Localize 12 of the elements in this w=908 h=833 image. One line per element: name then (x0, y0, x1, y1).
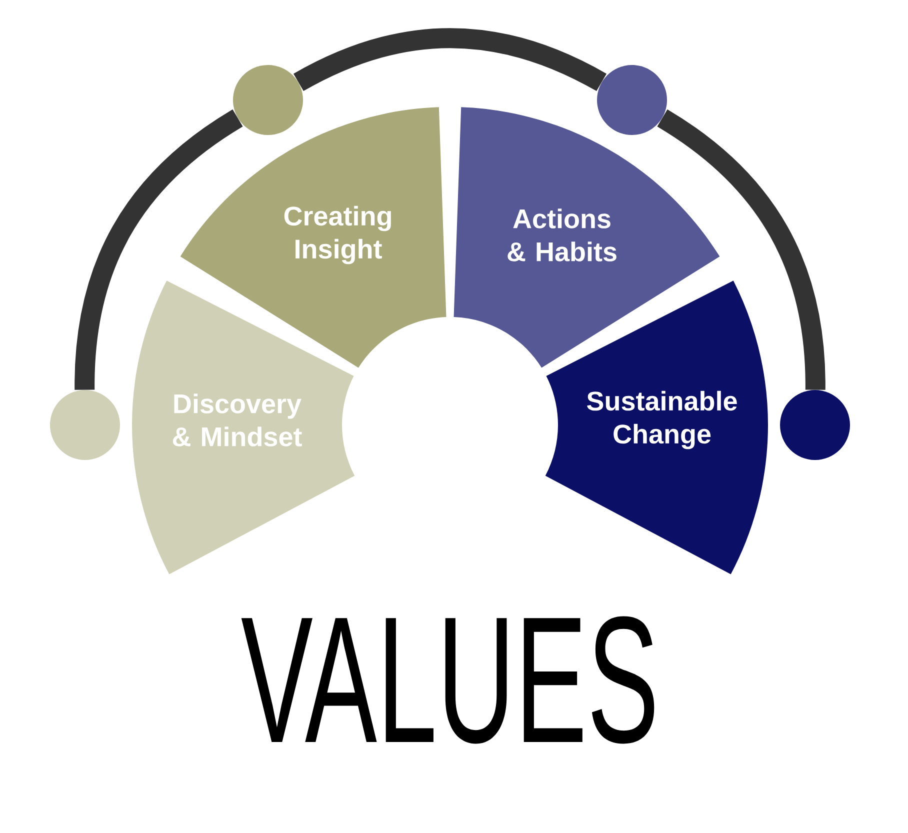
circle-marker (597, 65, 667, 135)
circle-marker (780, 390, 850, 460)
segment: Sustainable Change (545, 280, 768, 574)
arc-line (74, 110, 244, 390)
circle-marker (50, 390, 120, 460)
segment: Discovery & Mindset (132, 280, 355, 574)
circle-marker (233, 65, 303, 135)
arc-line (656, 110, 826, 390)
title: VALUES (241, 616, 654, 744)
arc-line (294, 28, 606, 92)
segment: Actions & Habits (454, 107, 720, 368)
segment: Creating Insight (180, 107, 446, 368)
